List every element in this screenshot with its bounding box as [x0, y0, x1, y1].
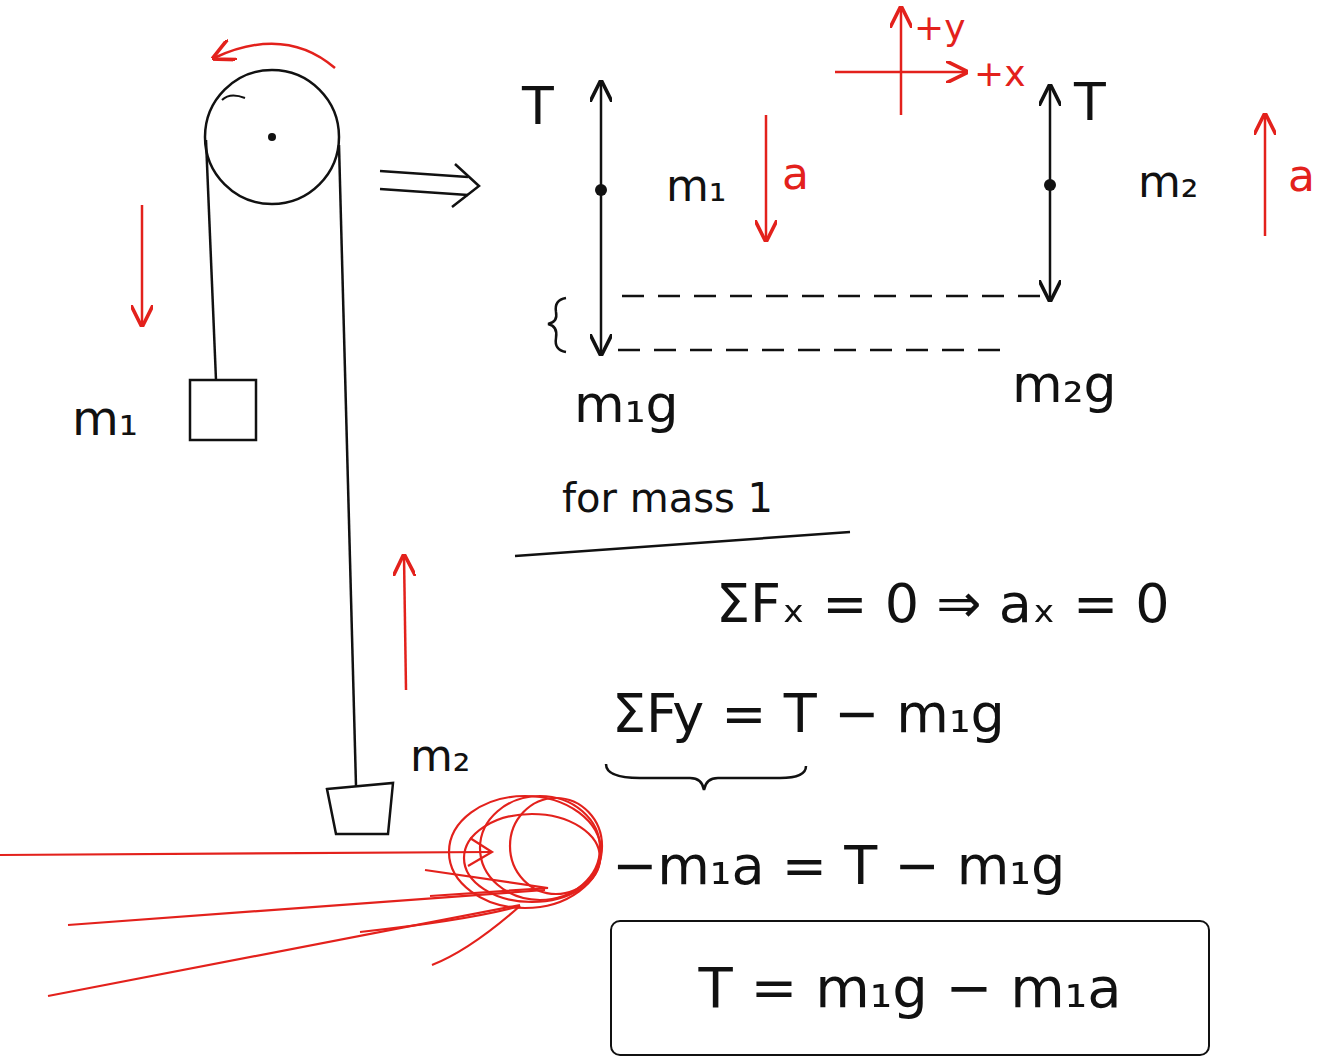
rope — [206, 140, 216, 380]
force-vector — [600, 82, 603, 190]
equation: −m₁a = T − m₁g — [612, 836, 1065, 895]
pulley-wheel — [205, 70, 339, 204]
pulley-axle — [268, 133, 276, 141]
underline — [515, 532, 850, 556]
dashed-guide — [618, 349, 1008, 352]
force-label: m₂g — [1012, 356, 1117, 413]
acceleration-label: a — [782, 150, 809, 198]
acceleration-arrow — [1264, 115, 1267, 236]
motion-arrow — [404, 556, 406, 690]
axis — [900, 8, 903, 115]
rope-wrap — [222, 95, 245, 100]
force-label: T — [1074, 74, 1106, 131]
mass-label: m₁ — [72, 392, 138, 445]
mass-block — [327, 783, 393, 834]
section-heading: for mass 1 — [562, 476, 773, 520]
axis-label: +y — [914, 8, 965, 48]
mass-label: m₂ — [1138, 158, 1199, 206]
equation: ΣFₓ = 0 ⇒ aₓ = 0 — [716, 574, 1170, 633]
result-box: T = m₁g − m₁a — [610, 920, 1210, 1056]
scribble — [0, 796, 602, 996]
axis — [835, 71, 966, 74]
underbrace — [606, 764, 806, 790]
acceleration-label: a — [1288, 152, 1315, 200]
axis-label: +x — [974, 54, 1025, 94]
force-label: m₁g — [574, 376, 679, 433]
dashed-guide — [622, 295, 1040, 298]
motion-arrow — [141, 205, 144, 325]
acceleration-arrow — [765, 115, 768, 240]
body-point — [595, 184, 607, 196]
rope — [339, 145, 356, 786]
force-vector — [1049, 185, 1052, 300]
mass-label: m₂ — [410, 732, 471, 780]
equation: T = m₁g − m₁a — [698, 957, 1121, 1019]
brace — [548, 298, 566, 352]
force-vector — [1049, 86, 1052, 185]
force-label: T — [522, 78, 554, 135]
mass-label: m₁ — [666, 162, 727, 210]
rotation-arrow — [214, 44, 335, 68]
mass-block — [190, 380, 256, 440]
force-vector — [600, 190, 603, 354]
equation: ΣFy = T − m₁g — [612, 684, 1005, 743]
implies-arrow — [380, 164, 479, 207]
body-point — [1044, 179, 1056, 191]
